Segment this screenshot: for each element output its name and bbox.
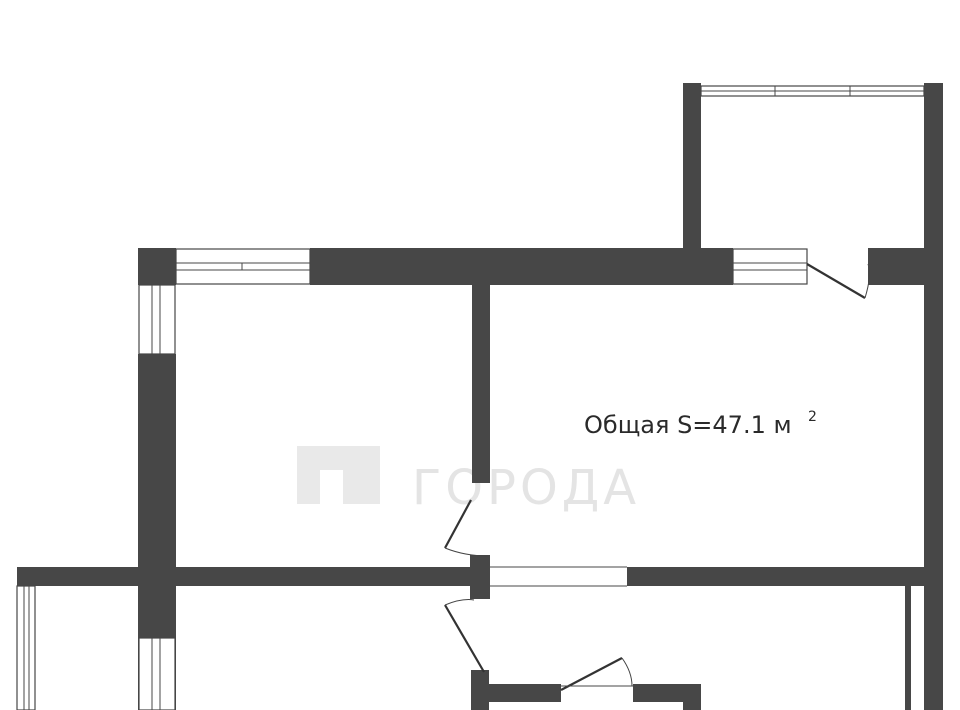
door-hall-lower: [444, 599, 485, 673]
bottom-wall-stub-left: [471, 670, 489, 710]
balcony-left-wall: [683, 83, 701, 285]
window-balcony-door: [732, 248, 808, 285]
window-top-left: [175, 248, 311, 285]
window-balcony-top: [700, 85, 925, 97]
walls: [17, 83, 943, 710]
doors: [444, 263, 870, 691]
door-balcony: [806, 263, 870, 299]
door-bottom: [560, 657, 633, 691]
wall-top-left-segment: [138, 248, 176, 285]
bottom-wall-stub-right: [683, 684, 701, 710]
area-label: Общая S=47.1 м 2: [584, 409, 817, 439]
balcony-right-wall: [924, 83, 943, 710]
wall-lower-right-inner: [905, 586, 911, 710]
watermark-logo: [297, 446, 380, 504]
watermark: ГОРОДА: [297, 446, 640, 516]
window-lower-left-outer: [16, 585, 36, 710]
opening-hallway: [489, 566, 627, 587]
area-unit-superscript: 2: [808, 409, 817, 425]
watermark-text: ГОРОДА: [412, 460, 640, 516]
windows: [16, 85, 925, 710]
wall-top-middle: [310, 248, 733, 285]
window-left-wall: [138, 284, 176, 355]
window-lower-left-inner: [138, 637, 176, 710]
partition-vertical-upper: [472, 285, 490, 483]
bottom-wall-segment-left: [489, 684, 561, 702]
total-area-text: Общая S=47.1 м: [584, 411, 792, 439]
wall-middle-right: [627, 567, 925, 586]
wall-middle-left: [17, 567, 489, 586]
door-room-upper: [444, 499, 489, 557]
